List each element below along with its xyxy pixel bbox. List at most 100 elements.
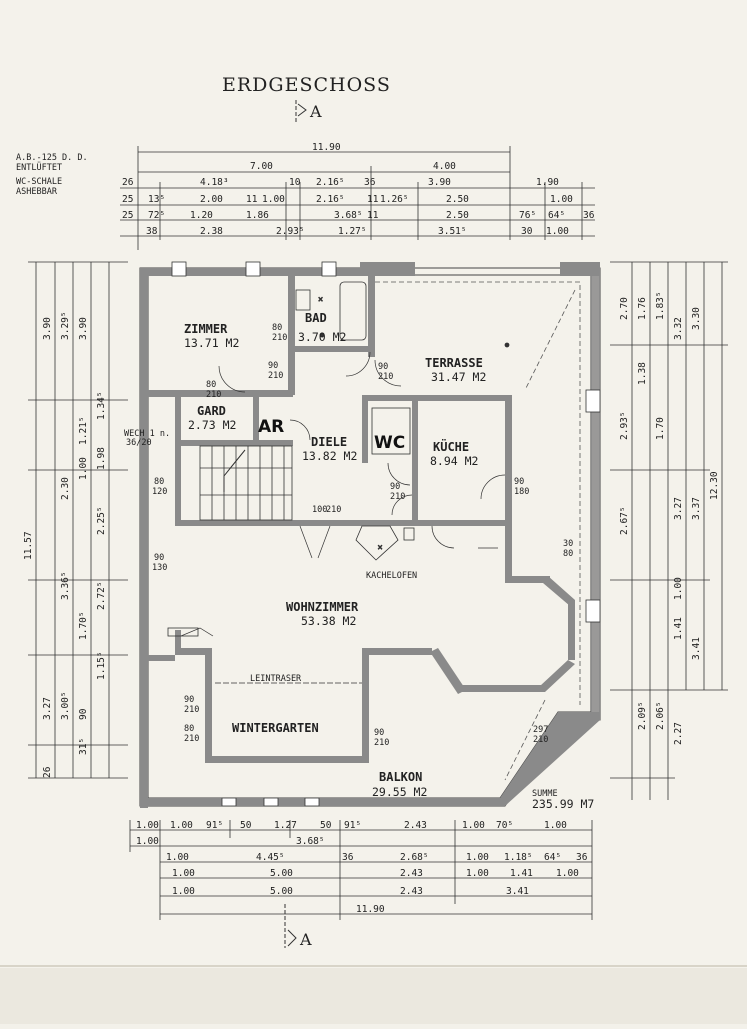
- dim-left-11: 1.70⁵: [78, 611, 89, 640]
- dim-top-r5-5: 30: [521, 226, 533, 237]
- dimension-label: 91⁵: [206, 820, 223, 831]
- dim-top-r4-4: 3.68⁵: [334, 210, 363, 221]
- terrasse-outline: [375, 281, 581, 781]
- dim-top-r2-6: 1.90: [536, 177, 559, 188]
- dimension-label: 210: [326, 505, 341, 515]
- dim-right-8: 3.27: [673, 497, 684, 520]
- room-wintergarten-name: WINTERGARTEN: [232, 721, 319, 735]
- dim-top-r2-0: 26: [122, 177, 134, 188]
- dim-left-6: 1.00: [78, 457, 89, 480]
- wc-box: [371, 407, 411, 455]
- dimension-label: 2.43: [404, 820, 427, 831]
- dimension-label: 11.90: [356, 904, 385, 915]
- dim-right-4: 3.30: [691, 307, 702, 330]
- dimension-label: 80: [154, 477, 164, 487]
- room-terrasse-name: TERRASSE: [425, 356, 483, 370]
- dimension-label: 50: [240, 820, 252, 831]
- dimension-label: 100: [312, 505, 327, 515]
- dim-right-3: 3.32: [673, 317, 684, 340]
- dimension-label: 210: [206, 390, 221, 400]
- dimension-label: 90: [378, 362, 388, 372]
- dim-top-r4-3: 1.86: [246, 210, 269, 221]
- dim-top-r3-9: 1.00: [550, 194, 573, 205]
- dim-top-r4-6: 2.50: [446, 210, 469, 221]
- dim-top-r2-5: 3.90: [428, 177, 451, 188]
- room-balkon-area: 29.55 M2: [372, 785, 427, 799]
- dimension-label: 90: [514, 477, 524, 487]
- dimension-label: 1.00: [556, 868, 579, 879]
- dimension-label: 1.00: [170, 820, 193, 831]
- note-line-2: ENTLÜFTET: [16, 162, 62, 173]
- dimension-label: 210: [184, 734, 199, 744]
- dimension-label: 5.00: [270, 868, 293, 879]
- dim-top-r5-6: 1.00: [546, 226, 569, 237]
- dim-left-16: 31⁵: [78, 738, 89, 755]
- dim-left-3: 1.34⁵: [96, 391, 107, 420]
- handwritten-ar: AR: [258, 417, 284, 437]
- dimension-label: 2.68⁵: [400, 852, 429, 863]
- dimension-label: A: [299, 930, 312, 949]
- dim-left-12: 1.15⁵: [96, 651, 107, 680]
- dimension-label: 90: [390, 482, 400, 492]
- dimension-label: 1.00: [136, 836, 159, 847]
- section-marker-bottom: A: [284, 904, 312, 949]
- room-zimmer-area: 13.71 M2: [184, 336, 239, 350]
- dimension-label: 210: [268, 371, 283, 381]
- total-area-caption: SUMME: [532, 789, 558, 799]
- dim-left-13: 3.27: [42, 697, 53, 720]
- dimension-label: 210: [533, 735, 548, 745]
- dim-top-r3-0: 25: [122, 194, 133, 205]
- dimension-label: 50: [320, 820, 332, 831]
- dimension-label: 2.43: [400, 886, 423, 897]
- dim-right-5: 1.38: [637, 362, 648, 385]
- dim-top-r5-2: 2.93⁵: [276, 226, 305, 237]
- dimension-label: 5.00: [270, 886, 293, 897]
- dimension-label: 1.00: [172, 886, 195, 897]
- room-zimmer-name: ZIMMER: [184, 322, 228, 336]
- dim-left-8: 2.25⁵: [96, 506, 107, 535]
- dim-right-0: 2.70: [619, 297, 630, 320]
- dimension-label: 1.00: [172, 868, 195, 879]
- dimension-label: 1.41: [510, 868, 533, 879]
- dimension-label: 90: [268, 361, 278, 371]
- dim-right-9: 3.37: [691, 497, 702, 520]
- dim-left-2: 3.90: [78, 317, 89, 340]
- door-dimension-labels: 80 210 80 210 90 210 90 210 80 120 90 13…: [152, 323, 573, 748]
- dim-left-10: 2.72⁵: [96, 581, 107, 610]
- dim-right-10: 2.67⁵: [619, 506, 630, 535]
- dimension-label: 210: [374, 738, 389, 748]
- dim-top-r5-4: 3.51⁵: [438, 226, 467, 237]
- dim-left-9: 3.36⁵: [60, 571, 71, 600]
- left-dimension-labels: 11.57 3.90 3.29⁵ 3.90 1.34⁵ 1.21⁵ 2.30 1…: [23, 311, 107, 778]
- dimension-label: 36: [342, 852, 354, 863]
- dim-left-15: 90: [78, 708, 89, 720]
- dim-right-7: 2.93⁵: [619, 411, 630, 440]
- plan-notes: A.B.-125 D. D. ENTLÜFTET WC-SCHALE ASHEB…: [16, 153, 88, 197]
- dimension-label: ×: [377, 543, 382, 553]
- dimension-label: 80: [206, 380, 216, 390]
- room-terrasse-area: 31.47 M2: [431, 370, 486, 384]
- dimension-label: 3.68⁵: [296, 836, 325, 847]
- room-bad-name: BAD: [305, 311, 327, 325]
- dimension-label: 30: [563, 539, 573, 549]
- dim-left-1: 3.29⁵: [60, 311, 71, 340]
- right-dimension-chains: [610, 261, 728, 800]
- wechsel-size: 36/20: [126, 438, 152, 448]
- dimension-label: 210: [378, 372, 393, 382]
- dim-left-14: 3.00⁵: [60, 691, 71, 720]
- dimension-label: 1.00: [136, 820, 159, 831]
- dim-top-r3-4: 1.00: [262, 194, 285, 205]
- dimension-label: 180: [514, 487, 529, 497]
- room-gard-area: 2.73 M2: [188, 418, 236, 432]
- room-kueche-area: 8.94 M2: [430, 454, 478, 468]
- dim-top-r1-1: 4.00: [433, 161, 456, 172]
- dim-left-17: 26: [42, 766, 53, 778]
- wechsel-label: WECH 1 n.: [124, 429, 170, 439]
- dim-top-r4-8: 64⁵: [548, 210, 565, 221]
- dim-top-r4-0: 25: [122, 210, 133, 221]
- room-labels: ZIMMER 13.71 M2 BAD 3.70 M2 TERRASSE 31.…: [124, 311, 594, 811]
- dimension-label: 1.00: [166, 852, 189, 863]
- dimension-label: 210: [390, 492, 405, 502]
